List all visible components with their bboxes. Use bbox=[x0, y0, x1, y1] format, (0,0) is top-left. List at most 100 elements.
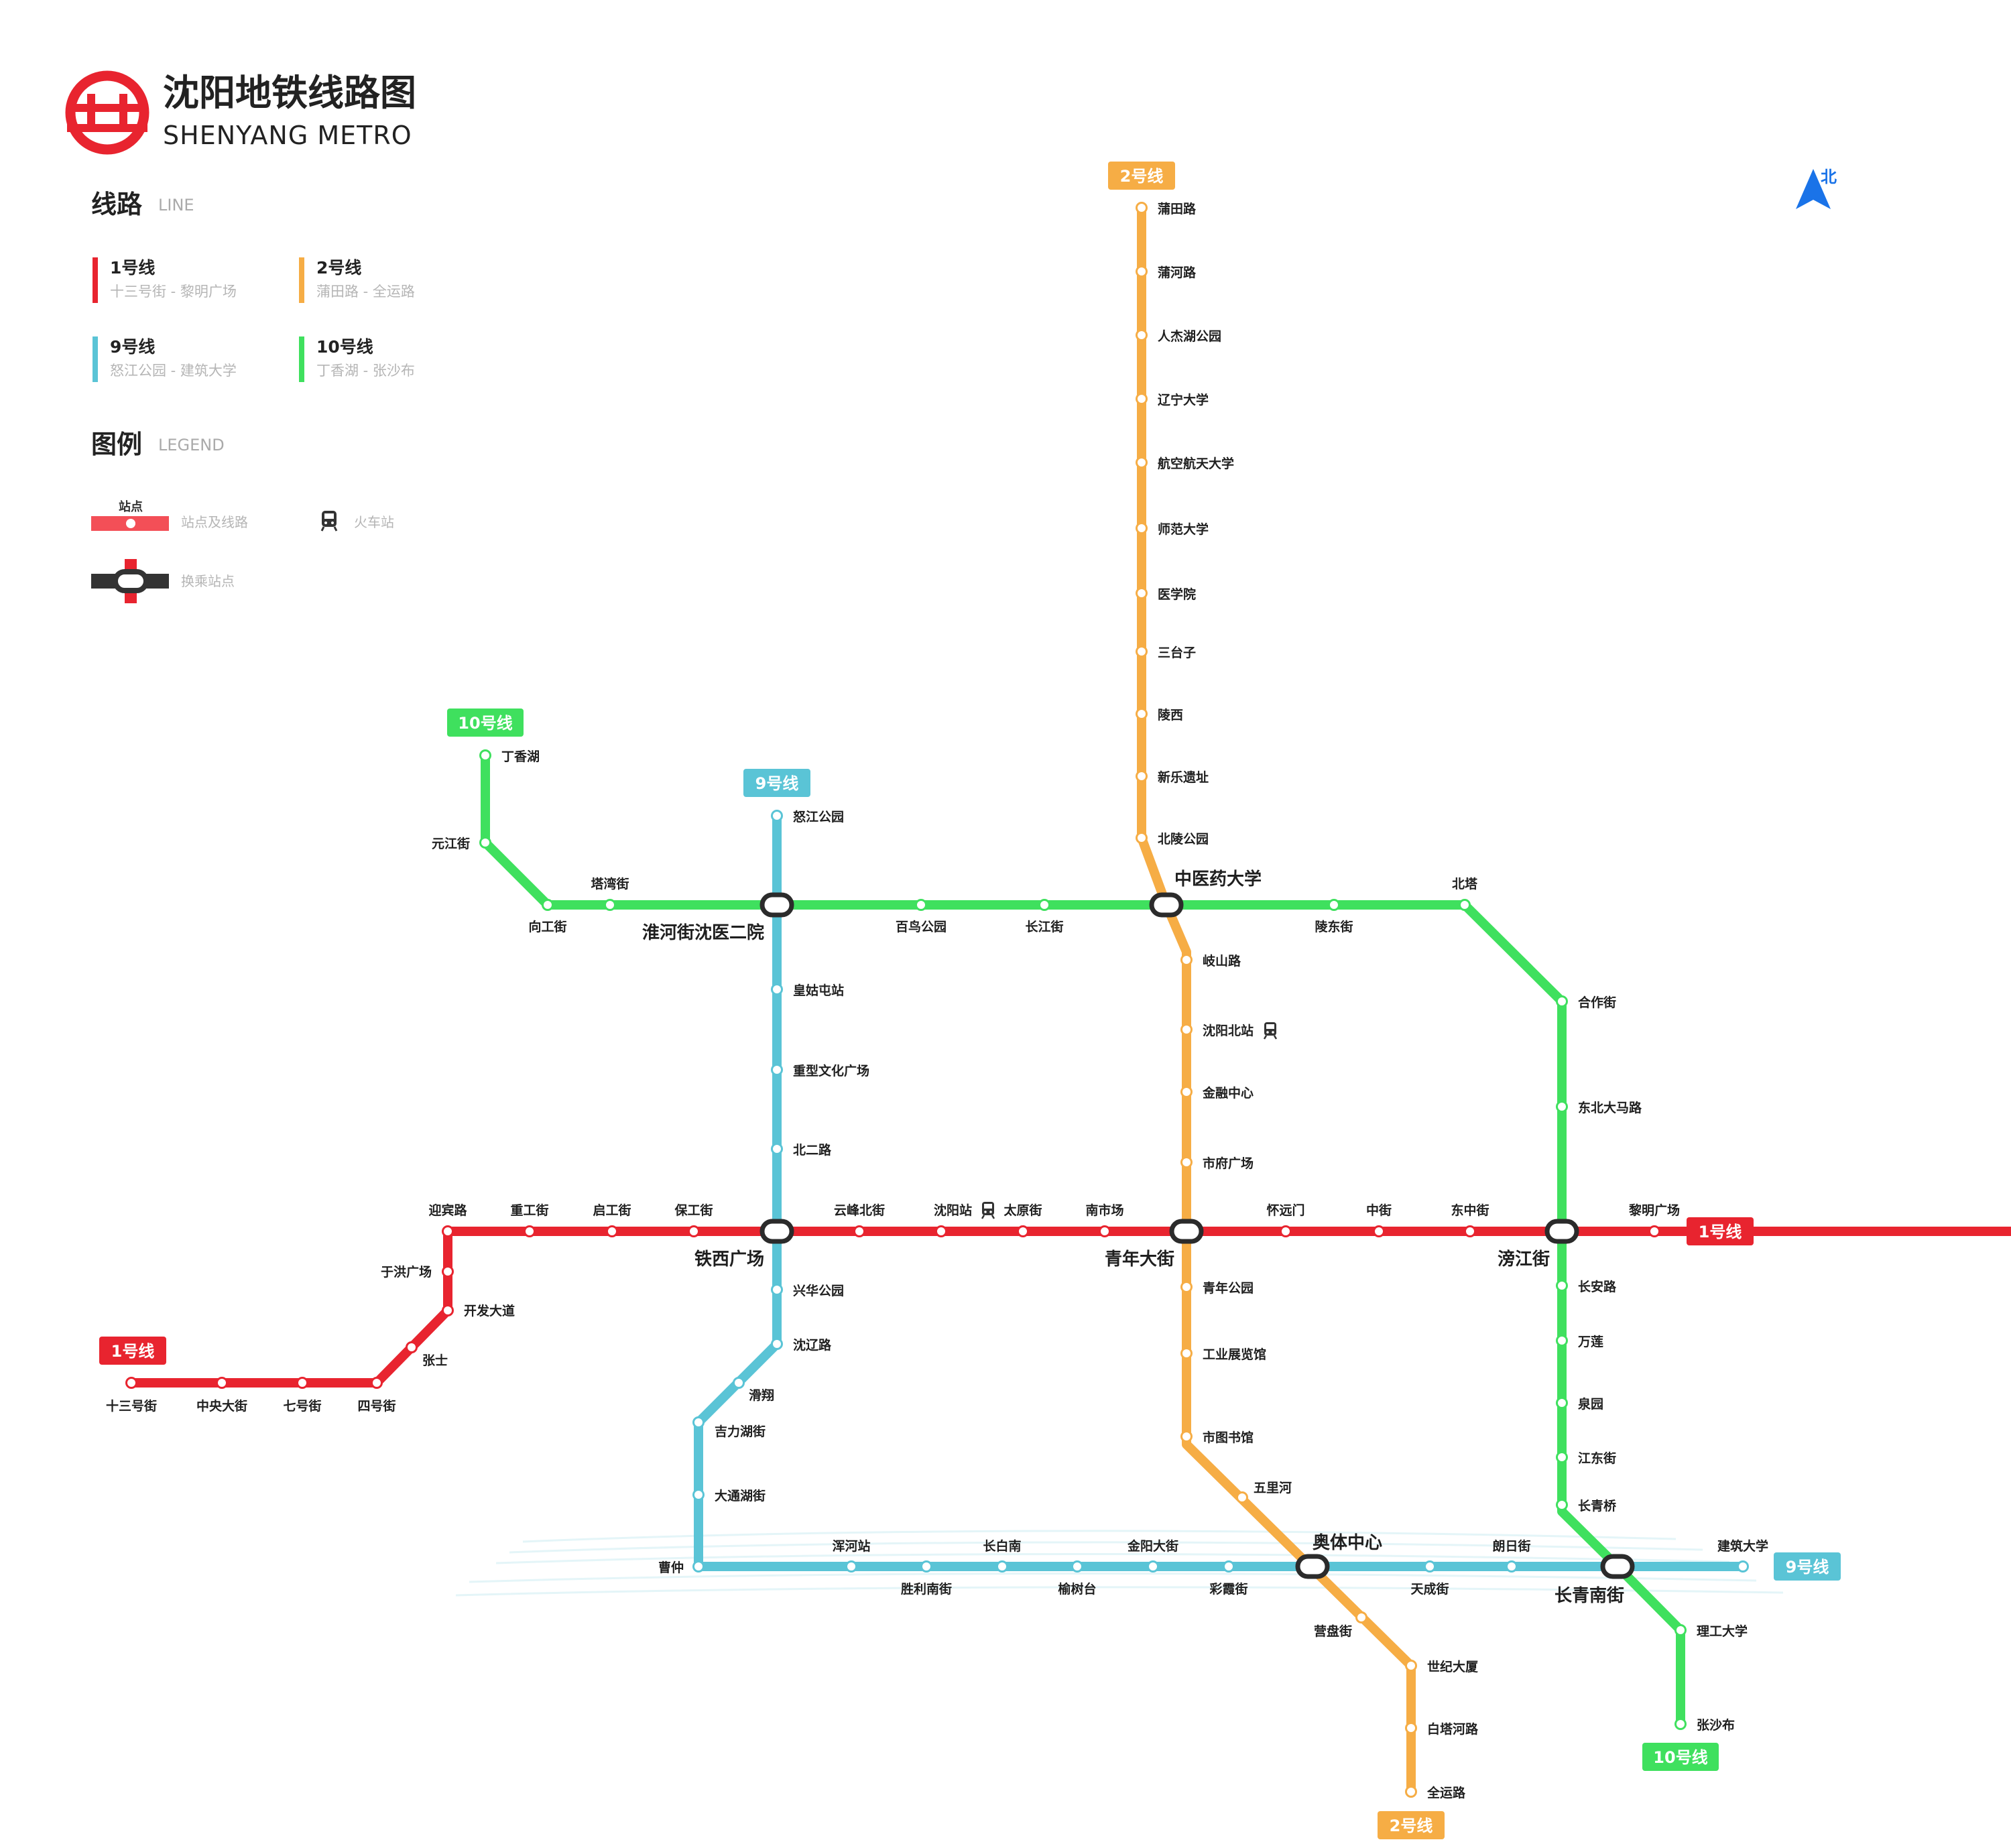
station-label[interactable]: 蒲河路 bbox=[1158, 265, 1197, 280]
station-label[interactable]: 辽宁大学 bbox=[1158, 392, 1209, 408]
transfer-station-label[interactable]: 铁西广场 bbox=[694, 1249, 764, 1270]
station-dot[interactable] bbox=[1280, 1225, 1292, 1237]
station-label[interactable]: 陵西 bbox=[1158, 707, 1183, 723]
station-dot[interactable] bbox=[442, 1225, 454, 1237]
station-label[interactable]: 航空航天大学 bbox=[1158, 456, 1234, 471]
station-label[interactable]: 大通湖街 bbox=[715, 1488, 766, 1503]
station-dot[interactable] bbox=[125, 1377, 137, 1389]
station-dot[interactable] bbox=[771, 1143, 783, 1155]
transfer-station-label[interactable]: 中医药大学 bbox=[1174, 869, 1262, 889]
station-label[interactable]: 工业展览馆 bbox=[1203, 1347, 1266, 1362]
station-label[interactable]: 四号街 bbox=[357, 1398, 395, 1414]
station-label[interactable]: 开发大道 bbox=[464, 1303, 515, 1318]
station-dot[interactable] bbox=[542, 899, 554, 911]
station-dot[interactable] bbox=[692, 1560, 705, 1573]
station-label[interactable]: 长白南 bbox=[983, 1538, 1021, 1554]
station-dot[interactable] bbox=[1223, 1560, 1235, 1573]
station-label[interactable]: 万莲 bbox=[1577, 1334, 1603, 1349]
station-dot[interactable] bbox=[1556, 1499, 1568, 1511]
station-dot[interactable] bbox=[1355, 1611, 1367, 1623]
station-dot[interactable] bbox=[1556, 1280, 1568, 1292]
station-label[interactable]: 营盘街 bbox=[1314, 1623, 1352, 1639]
station-dot[interactable] bbox=[1136, 202, 1148, 214]
station-dot[interactable] bbox=[1136, 645, 1148, 658]
station-dot[interactable] bbox=[1071, 1560, 1083, 1573]
station-label[interactable]: 市府广场 bbox=[1203, 1156, 1254, 1171]
station-label[interactable]: 五里河 bbox=[1254, 1481, 1292, 1495]
station-dot[interactable] bbox=[524, 1225, 536, 1237]
station-label[interactable]: 建筑大学 bbox=[1717, 1538, 1768, 1554]
transfer-station-marker[interactable] bbox=[759, 892, 794, 918]
line-tag[interactable]: 9号线 bbox=[1774, 1552, 1841, 1581]
station-dot[interactable] bbox=[1180, 1430, 1193, 1442]
transfer-station-label[interactable]: 滂江街 bbox=[1498, 1249, 1550, 1270]
station-dot[interactable] bbox=[1180, 1347, 1193, 1359]
station-label[interactable]: 张沙布 bbox=[1697, 1717, 1735, 1733]
station-label[interactable]: 滑翔 bbox=[749, 1388, 774, 1403]
station-dot[interactable] bbox=[479, 837, 491, 849]
station-dot[interactable] bbox=[1556, 1335, 1568, 1347]
transfer-station-marker[interactable] bbox=[1149, 892, 1184, 918]
transfer-station-label[interactable]: 奥体中心 bbox=[1313, 1532, 1382, 1553]
station-dot[interactable] bbox=[771, 1064, 783, 1076]
line-tag[interactable]: 2号线 bbox=[1378, 1811, 1445, 1839]
station-dot[interactable] bbox=[1506, 1560, 1518, 1573]
station-dot[interactable] bbox=[1180, 1086, 1193, 1098]
station-dot[interactable] bbox=[1147, 1560, 1159, 1573]
station-label[interactable]: 世纪大厦 bbox=[1427, 1659, 1479, 1674]
transfer-station-marker[interactable] bbox=[1544, 1219, 1579, 1244]
station-dot[interactable] bbox=[1236, 1491, 1248, 1503]
station-dot[interactable] bbox=[1464, 1225, 1476, 1237]
station-label[interactable]: 北二路 bbox=[793, 1142, 832, 1158]
station-dot[interactable] bbox=[1373, 1225, 1385, 1237]
station-label[interactable]: 黎明广场 bbox=[1629, 1203, 1680, 1218]
station-label[interactable]: 云峰北街 bbox=[834, 1203, 885, 1218]
station-dot[interactable] bbox=[1136, 708, 1148, 720]
line-tag[interactable]: 2号线 bbox=[1108, 162, 1175, 190]
station-label[interactable]: 人杰湖公园 bbox=[1158, 329, 1221, 344]
station-dot[interactable] bbox=[1180, 1281, 1193, 1293]
station-label[interactable]: 岐山路 bbox=[1203, 953, 1241, 969]
station-dot[interactable] bbox=[1136, 456, 1148, 469]
station-label[interactable]: 医学院 bbox=[1158, 587, 1196, 602]
station-dot[interactable] bbox=[1038, 899, 1050, 911]
station-label[interactable]: 皇姑屯站 bbox=[793, 983, 844, 998]
station-dot[interactable] bbox=[1136, 832, 1148, 844]
station-dot[interactable] bbox=[216, 1377, 228, 1389]
station-label[interactable]: 于洪广场 bbox=[381, 1264, 432, 1280]
station-dot[interactable] bbox=[1459, 899, 1471, 911]
station-dot[interactable] bbox=[771, 1338, 783, 1350]
station-dot[interactable] bbox=[296, 1377, 308, 1389]
station-dot[interactable] bbox=[1136, 265, 1148, 278]
station-dot[interactable] bbox=[688, 1225, 700, 1237]
line-tag[interactable]: 9号线 bbox=[743, 769, 810, 797]
station-label[interactable]: 蒲田路 bbox=[1158, 201, 1197, 217]
station-dot[interactable] bbox=[1405, 1786, 1417, 1798]
station-label[interactable]: 金阳大街 bbox=[1127, 1538, 1178, 1554]
station-label[interactable]: 朗日街 bbox=[1492, 1538, 1530, 1554]
station-label[interactable]: 塔湾街 bbox=[591, 876, 629, 891]
station-dot[interactable] bbox=[1556, 995, 1568, 1007]
station-label[interactable]: 中央大街 bbox=[196, 1398, 247, 1414]
station-dot[interactable] bbox=[771, 810, 783, 822]
station-label[interactable]: 金融中心 bbox=[1202, 1085, 1254, 1101]
station-dot[interactable] bbox=[1180, 954, 1193, 966]
station-label[interactable]: 榆树台 bbox=[1058, 1581, 1096, 1597]
station-label[interactable]: 太原街 bbox=[1003, 1203, 1042, 1218]
station-dot[interactable] bbox=[1648, 1225, 1660, 1237]
transfer-station-marker[interactable] bbox=[1169, 1219, 1204, 1244]
station-label[interactable]: 浑河站 bbox=[832, 1538, 870, 1554]
station-label[interactable]: 胜利南街 bbox=[901, 1581, 952, 1597]
station-label[interactable]: 新乐遗址 bbox=[1158, 769, 1209, 785]
station-label[interactable]: 合作街 bbox=[1578, 995, 1616, 1010]
station-label[interactable]: 长江街 bbox=[1025, 919, 1063, 934]
station-label[interactable]: 长安路 bbox=[1578, 1279, 1617, 1294]
station-dot[interactable] bbox=[692, 1416, 705, 1428]
station-dot[interactable] bbox=[733, 1377, 745, 1389]
station-label[interactable]: 沈阳站 bbox=[934, 1203, 972, 1218]
station-label[interactable]: 丁香湖 bbox=[501, 749, 540, 764]
station-dot[interactable] bbox=[1737, 1560, 1749, 1573]
station-label[interactable]: 沈辽路 bbox=[793, 1337, 832, 1353]
station-label[interactable]: 兴华公园 bbox=[793, 1283, 844, 1298]
station-dot[interactable] bbox=[371, 1377, 383, 1389]
